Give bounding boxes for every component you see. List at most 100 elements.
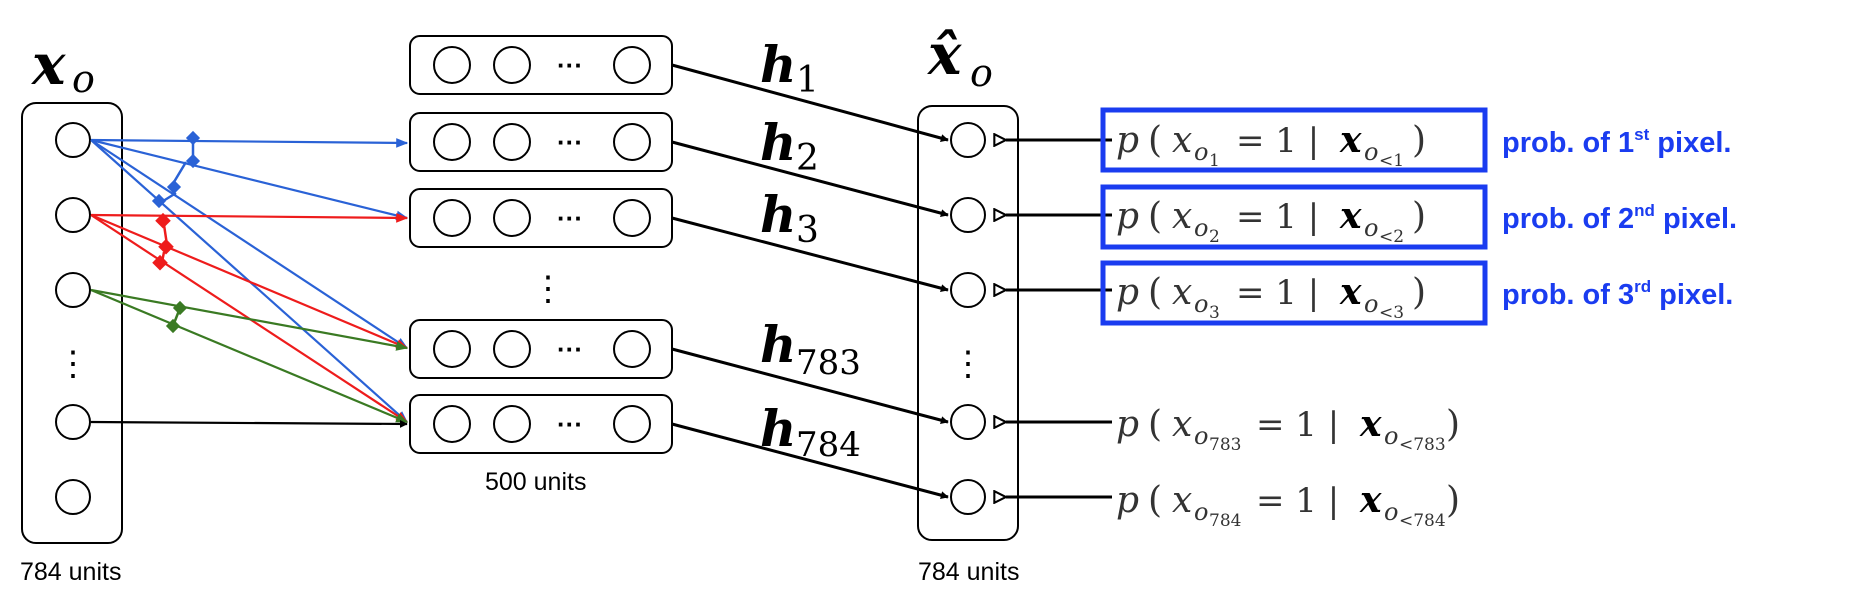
h-edge xyxy=(671,347,949,425)
bold-x-symbol: x xyxy=(1359,403,1382,445)
h-edge xyxy=(671,140,949,218)
hidden-block: ··· xyxy=(409,35,673,95)
hidden-node xyxy=(493,199,531,237)
condition-subscript: <2 xyxy=(1379,227,1404,247)
paren-open: ( xyxy=(1148,404,1162,445)
equals-one-given: = 1 | xyxy=(1236,197,1319,237)
hidden-node xyxy=(613,405,651,443)
h-label: h xyxy=(760,315,796,374)
o-subscript: o xyxy=(1364,214,1378,242)
hidden-block: ··· xyxy=(409,394,673,454)
p-symbol: p xyxy=(1116,272,1139,313)
o-subscript: o xyxy=(1384,498,1398,526)
highlight-box xyxy=(1100,184,1488,250)
h-label: h xyxy=(760,113,796,172)
h-label-sub: 2 xyxy=(796,138,819,179)
output-layer-box xyxy=(917,105,1019,541)
o-subscript: o xyxy=(1364,290,1378,318)
h-label-sub: 784 xyxy=(796,425,861,465)
blue-mask-markers xyxy=(159,138,195,205)
output-symbol-subscript: o xyxy=(970,51,993,95)
h-label-sub: 1 xyxy=(796,60,819,101)
hidden-node xyxy=(613,330,651,368)
blue-mask-dot xyxy=(151,193,167,209)
x-symbol: x xyxy=(1172,196,1192,237)
annotation-pixel-2: prob. of 2nd pixel. xyxy=(1502,201,1737,235)
condition-subscript: <1 xyxy=(1379,151,1404,171)
probability-expression: p ( x o 3 = 1 | x o <3 ) xyxy=(1116,271,1426,323)
equals-one-given: = 1 | xyxy=(1256,481,1339,521)
condition-subscript: <3 xyxy=(1379,303,1404,323)
probability-expression: p ( x o 1 = 1 | x o <1 ) xyxy=(1116,119,1426,171)
h-label: h xyxy=(760,185,796,244)
input-symbol-subscript: o xyxy=(72,57,95,101)
output-node xyxy=(950,122,986,158)
output-layer-dots: ⋮ xyxy=(951,344,985,384)
hidden-node-dots: ··· xyxy=(557,409,583,439)
highlight-box xyxy=(1100,260,1488,326)
output-node xyxy=(950,272,986,308)
equals-one-given: = 1 | xyxy=(1236,273,1319,313)
x-symbol: x xyxy=(1172,120,1192,161)
paren-open: ( xyxy=(1148,480,1162,521)
hidden-node xyxy=(433,123,471,161)
red-mask-dot xyxy=(152,254,168,271)
index-subscript: 3 xyxy=(1209,303,1220,323)
output-layer: x̂ o ⋮ 784 units xyxy=(917,22,1019,586)
hidden-node xyxy=(493,46,531,84)
condition-subscript: <784 xyxy=(1399,511,1446,531)
probability-expressions: p ( x o 1 = 1 | x o <1 ) p ( x o 2 = 1 |… xyxy=(1116,119,1460,531)
hidden-node-dots: ··· xyxy=(557,203,583,233)
input-node xyxy=(55,272,91,308)
hidden-node xyxy=(613,199,651,237)
output-node xyxy=(950,479,986,515)
green-mask-dot xyxy=(165,318,181,334)
bold-x-symbol: x xyxy=(1339,195,1362,237)
hidden-node xyxy=(433,330,471,368)
paren-open: ( xyxy=(1148,196,1162,237)
highlight-box xyxy=(1100,107,1488,173)
index-subscript: 1 xyxy=(1209,151,1220,171)
bold-x-symbol: x xyxy=(1359,479,1382,521)
red-mask-dot xyxy=(155,212,171,229)
p-symbol: p xyxy=(1116,196,1139,237)
blue-mask-dot xyxy=(185,153,201,169)
input-node xyxy=(55,122,91,158)
h-edge xyxy=(671,216,949,293)
o-subscript: o xyxy=(1194,214,1208,242)
h-edge xyxy=(671,63,949,142)
blue-edge xyxy=(90,139,409,349)
paren-close: ) xyxy=(1446,480,1460,521)
o-subscript: o xyxy=(1384,422,1398,450)
paren-close: ) xyxy=(1412,196,1426,237)
h-labels: h 1 h 2 h 3 h 783 h 784 xyxy=(760,35,861,465)
paren-open: ( xyxy=(1148,120,1162,161)
blue-edge xyxy=(90,138,409,148)
green-edge xyxy=(90,288,409,351)
p-symbol: p xyxy=(1116,120,1139,161)
hidden-block: ··· xyxy=(409,112,673,172)
paren-close: ) xyxy=(1446,404,1460,445)
x-symbol: x xyxy=(1172,404,1192,445)
probability-arrows xyxy=(1006,140,1112,497)
hidden-block: ··· xyxy=(409,319,673,379)
hidden-node xyxy=(613,123,651,161)
index-subscript: 2 xyxy=(1209,227,1220,247)
h-label: h xyxy=(760,399,796,458)
hidden-node xyxy=(433,405,471,443)
annotation-pixel-1: prob. of 1st pixel. xyxy=(1502,125,1731,159)
input-node xyxy=(55,404,91,440)
input-units-label: 784 units xyxy=(20,558,121,586)
h-label-sub: 783 xyxy=(796,343,861,383)
red-mask-dot xyxy=(158,238,174,255)
o-subscript: o xyxy=(1194,290,1208,318)
hidden-node xyxy=(493,123,531,161)
index-subscript: 783 xyxy=(1209,435,1241,455)
paren-close: ) xyxy=(1412,120,1426,161)
blue-mask-dot xyxy=(185,130,201,146)
green-edge xyxy=(90,288,409,424)
h-label-sub: 3 xyxy=(796,210,819,251)
x-symbol: x xyxy=(1172,272,1192,313)
output-node xyxy=(950,404,986,440)
